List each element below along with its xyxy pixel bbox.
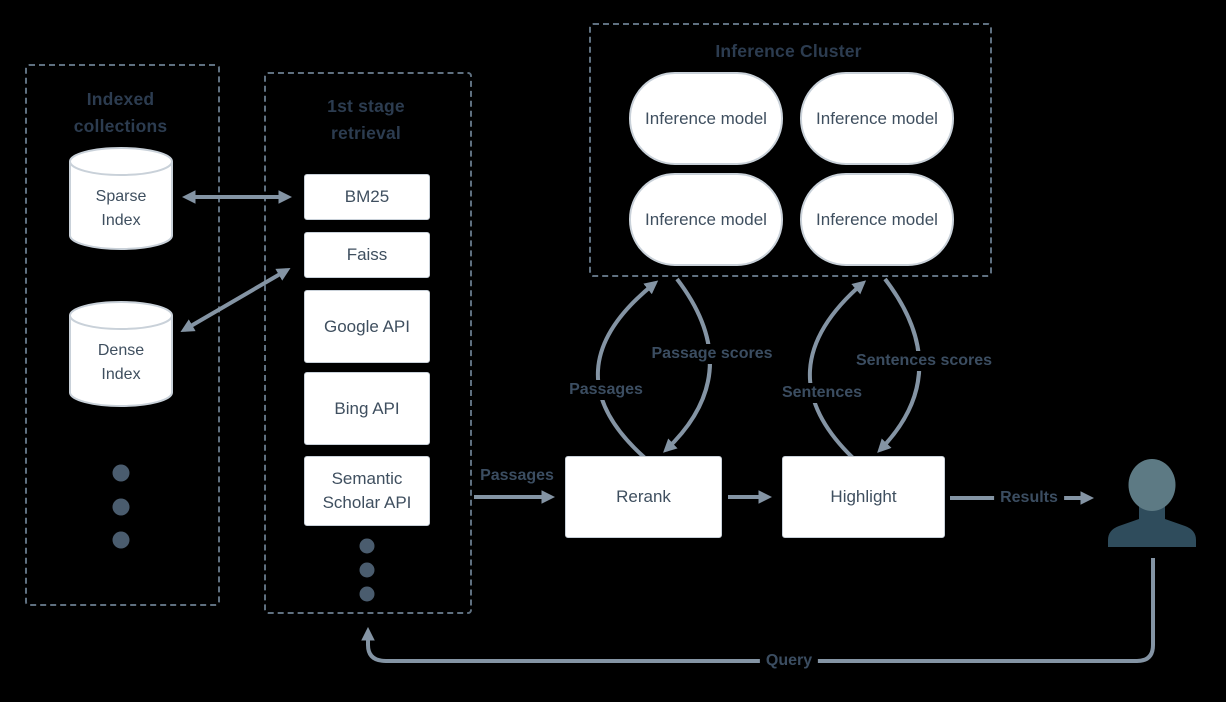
results-label: Results [994, 488, 1064, 508]
passages-up-label: Passages [563, 380, 649, 400]
dense-index-label: Dense Index [97, 342, 145, 383]
indexed-collections-group [25, 64, 220, 606]
node-google-api: Google API [304, 290, 430, 363]
inference-model-1: Inference model [629, 72, 783, 165]
inference-cluster-group [589, 23, 992, 277]
inference-model-3: Inference model [629, 173, 783, 266]
sentences-scores-label: Sentences scores [849, 351, 999, 371]
sentences-up-label: Sentences [775, 383, 869, 403]
inference-cluster-title: Inference Cluster [715, 41, 862, 61]
indexed-collections-title: Indexed collections [73, 89, 168, 136]
node-semantic-scholar-api: Semantic Scholar API [304, 456, 430, 526]
inference-model-2: Inference model [800, 72, 954, 165]
rerank-to-cluster-arrow [596, 280, 659, 460]
inference-model-4: Inference model [800, 173, 954, 266]
first-stage-title: 1st stage retrieval [327, 96, 405, 143]
passage-scores-label: Passage scores [645, 344, 779, 364]
query-feedback-arrow [361, 558, 1155, 663]
rerank-node: Rerank [565, 456, 722, 538]
node-bm25: BM25 [304, 174, 430, 220]
highlight-node: Highlight [782, 456, 945, 538]
node-faiss: Faiss [304, 232, 430, 278]
user-icon [1108, 459, 1196, 547]
cluster-to-rerank-arrow [663, 277, 712, 453]
sparse-index-label: Sparse Index [95, 188, 147, 229]
passages-input-label: Passages [474, 466, 560, 486]
query-label: Query [759, 651, 819, 671]
node-bing-api: Bing API [304, 372, 430, 445]
